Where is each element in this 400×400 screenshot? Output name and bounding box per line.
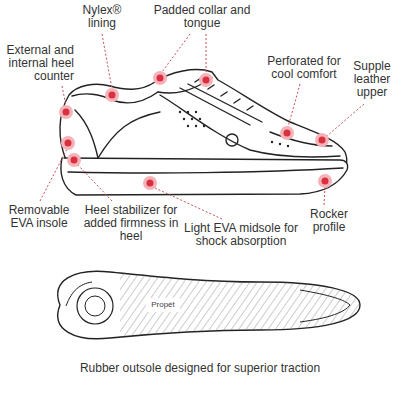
part-label: Padded collar and tongue bbox=[152, 4, 252, 30]
part-label: Perforated for cool comfort bbox=[258, 55, 350, 81]
part-label: Heel stabilizer for added firmness in he… bbox=[82, 204, 180, 243]
leader-lines bbox=[40, 34, 364, 219]
brand-logo-text: Propét bbox=[146, 300, 180, 309]
part-label: Rocker profile bbox=[304, 208, 354, 234]
outsole-view bbox=[58, 270, 360, 340]
outsole-caption: Rubber outsole designed for superior tra… bbox=[10, 362, 390, 375]
part-label: External and internal heel counter bbox=[4, 44, 74, 83]
part-label: Removable EVA insole bbox=[4, 204, 74, 230]
perforations bbox=[179, 111, 289, 147]
part-label: Nylex® lining bbox=[76, 4, 128, 30]
part-label: Light EVA midsole for shock absorption bbox=[180, 222, 302, 248]
shoe-side-view bbox=[60, 70, 348, 195]
part-label: Supple leather upper bbox=[348, 60, 396, 99]
callout-dots bbox=[59, 71, 332, 190]
